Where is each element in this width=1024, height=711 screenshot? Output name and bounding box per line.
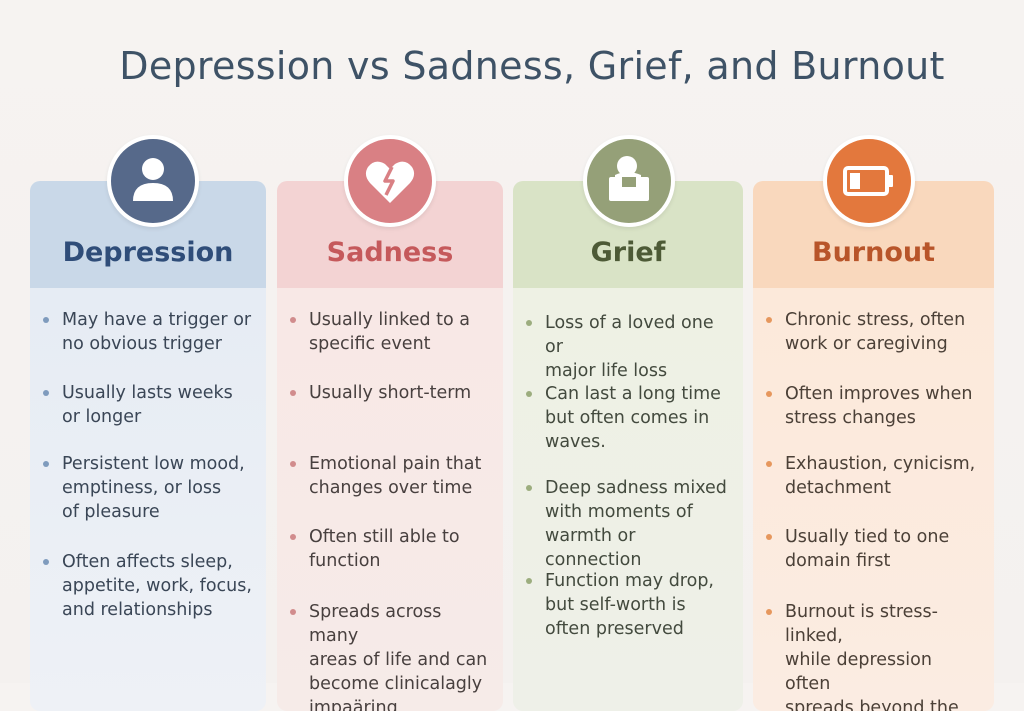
column-grief: Grief Loss of a loved one or major life … (513, 181, 743, 711)
bullet (43, 461, 49, 467)
bullet (43, 559, 49, 565)
bullet (766, 317, 772, 323)
bullet (766, 461, 772, 467)
bullet (526, 578, 532, 584)
column-title: Depression (62, 237, 234, 268)
bullet (766, 534, 772, 540)
bullet (43, 317, 49, 323)
column-title: Sadness (326, 237, 454, 268)
column-sadness: Sadness Usually linked to a specific eve… (277, 181, 503, 711)
column-title: Burnout (811, 237, 936, 268)
column-title: Grief (590, 237, 666, 268)
column-body: Loss of a loved one or major life loss C… (513, 288, 743, 711)
low-battery-icon (823, 135, 915, 227)
bullet (43, 390, 49, 396)
bullet (290, 317, 296, 323)
bullet (526, 391, 532, 397)
column-body: Usually linked to a specific event Usual… (277, 288, 503, 711)
bullet (526, 485, 532, 491)
page-title: Depression vs Sadness, Grief, and Burnou… (119, 44, 945, 88)
bullet (526, 320, 532, 326)
person-with-box-icon (583, 135, 675, 227)
bullet (766, 609, 772, 615)
bullet (290, 534, 296, 540)
broken-heart-icon (344, 135, 436, 227)
bullet (290, 461, 296, 467)
column-body: Chronic stress, often work or caregiving… (753, 288, 994, 711)
column-depression: Depression May have a trigger or no obvi… (30, 181, 266, 711)
bullet (290, 390, 296, 396)
person-icon (107, 135, 199, 227)
column-burnout: Burnout Chronic stress, often work or ca… (753, 181, 994, 711)
bullet (290, 609, 296, 615)
bullet (766, 391, 772, 397)
column-body: May have a trigger or no obvious trigger… (30, 288, 266, 711)
